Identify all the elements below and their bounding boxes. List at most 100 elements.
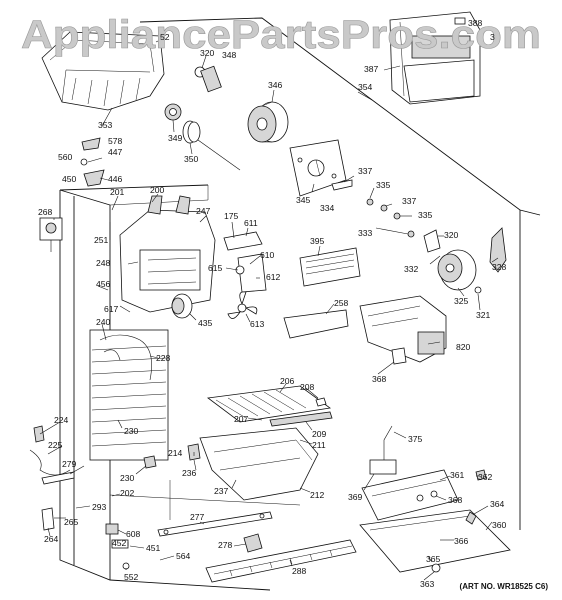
part-label: 578 <box>108 136 123 146</box>
part-label: 293 <box>92 502 107 512</box>
part-label: 208 <box>300 382 315 392</box>
part-label: 552 <box>124 572 139 582</box>
part-label: 337 <box>402 196 417 206</box>
part-label: 452 <box>112 538 127 548</box>
part-label: 364 <box>490 499 505 509</box>
part-label: 447 <box>108 147 123 157</box>
auger-bearing-349 <box>164 103 182 121</box>
part-label: 334 <box>320 203 335 213</box>
ice-maker-820 <box>359 295 447 365</box>
part-label: 361 <box>450 470 465 480</box>
part-label: 206 <box>280 376 295 386</box>
part-label: 211 <box>312 440 326 450</box>
part-label: 214 <box>168 448 183 458</box>
part-label: 225 <box>48 440 63 450</box>
part-label: 375 <box>408 434 423 444</box>
part-label: 264 <box>44 534 59 544</box>
rail-277 <box>157 511 273 537</box>
gear-320 <box>194 65 222 93</box>
fan-motor-435 <box>171 293 193 319</box>
roller-278 <box>243 533 263 553</box>
part-label: 288 <box>292 566 307 576</box>
art-number: (ART NO. WR18525 C6) <box>460 582 549 591</box>
part-label: 456 <box>96 279 111 289</box>
shaft-parts <box>331 179 441 253</box>
ice-bucket <box>41 31 165 111</box>
thermostat-268 <box>39 217 63 252</box>
shelf-206 <box>206 385 332 423</box>
switch-369 <box>369 425 397 475</box>
leveling-parts-left <box>41 471 130 570</box>
part-label: 612 <box>266 272 281 282</box>
part-label: 320 <box>200 48 215 58</box>
part-label: 212 <box>310 490 325 500</box>
shelf-trim-209 <box>269 397 333 427</box>
base-plate-360 <box>359 509 511 573</box>
dispenser-assembly <box>389 11 481 105</box>
part-label: 363 <box>420 579 435 589</box>
drain-heater-224 <box>33 425 45 443</box>
part-label: 615 <box>208 263 223 273</box>
part-label: 251 <box>94 235 109 245</box>
part-label: 277 <box>190 512 205 522</box>
part-label: 201 <box>110 187 125 197</box>
part-label: 365 <box>426 554 441 564</box>
part-label: 321 <box>476 310 491 320</box>
control-box <box>361 469 459 521</box>
auger-motor-346 <box>247 101 289 143</box>
part-label: 446 <box>108 174 123 184</box>
watermark: AppliancePartsPros.com <box>21 13 541 57</box>
part-label: 230 <box>120 473 135 483</box>
part-label: 230 <box>124 426 139 436</box>
part-label: 247 <box>196 206 211 216</box>
part-label: 320 <box>444 230 459 240</box>
part-label: 610 <box>260 250 275 260</box>
leader-lines <box>39 39 499 581</box>
part-label: 333 <box>358 228 373 238</box>
fan-blade-613 <box>227 291 258 319</box>
auger-spring-350 <box>182 120 241 171</box>
part-label: 240 <box>96 317 111 327</box>
part-label: 388 <box>468 18 483 28</box>
bracket-230 <box>143 455 157 469</box>
part-label: 395 <box>310 236 325 246</box>
fan-shroud-248 <box>119 195 216 313</box>
part-label: 360 <box>492 520 507 530</box>
evaporator <box>89 329 169 461</box>
part-label: 387 <box>364 64 379 74</box>
part-label: 207 <box>234 414 249 424</box>
part-label: 560 <box>58 152 73 162</box>
part-label: 613 <box>250 319 265 329</box>
part-label: 366 <box>454 536 469 546</box>
pan-cover-258 <box>283 309 349 339</box>
part-label: 265 <box>64 517 79 527</box>
part-label: 237 <box>214 486 229 496</box>
bracket-611 <box>223 231 267 293</box>
small-clips-left <box>80 137 105 187</box>
part-label: 450 <box>62 174 77 184</box>
small-fittings-right <box>431 469 487 573</box>
part-label: 258 <box>334 298 349 308</box>
part-label: 354 <box>358 82 373 92</box>
part-label: 52 <box>160 32 170 42</box>
part-label: 224 <box>54 415 69 425</box>
part-label: 332 <box>404 264 419 274</box>
part-label: 228 <box>156 353 171 363</box>
part-label: 353 <box>98 120 113 130</box>
part-label: 362 <box>478 472 493 482</box>
part-label: 348 <box>222 50 237 60</box>
part-label: 346 <box>268 80 283 90</box>
part-label: 608 <box>126 529 141 539</box>
part-label: 368 <box>448 495 463 505</box>
part-label: 369 <box>348 492 363 502</box>
part-label: 337 <box>358 166 373 176</box>
part-label: 278 <box>218 540 233 550</box>
part-label: 268 <box>38 207 53 217</box>
part-label: 200 <box>150 185 165 195</box>
part-label: 617 <box>104 304 119 314</box>
part-label: 3 <box>490 32 495 42</box>
part-label: 451 <box>146 543 161 553</box>
toe-grille-288 <box>205 539 357 583</box>
part-label: 350 <box>184 154 199 164</box>
